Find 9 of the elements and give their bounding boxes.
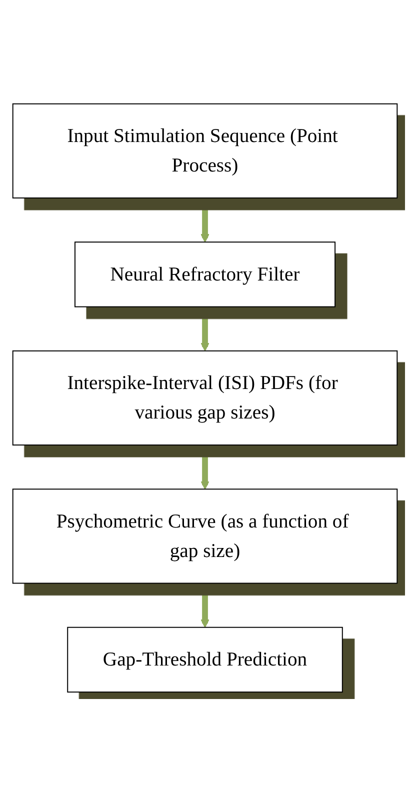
arrow bbox=[200, 582, 209, 628]
node-box: Gap-Threshold Prediction bbox=[66, 626, 342, 692]
arrow bbox=[200, 198, 209, 242]
arrow bbox=[200, 444, 209, 490]
node-box: Input Stimulation Sequence (Point Process) bbox=[12, 102, 398, 198]
node-box: Psychometric Curve (as a function of gap size) bbox=[12, 488, 398, 584]
node-box: Neural Refractory Filter bbox=[74, 241, 336, 307]
arrow bbox=[200, 306, 209, 351]
node-box: Interspike-Interval (ISI) PDFs (for various gap sizes) bbox=[12, 350, 398, 446]
